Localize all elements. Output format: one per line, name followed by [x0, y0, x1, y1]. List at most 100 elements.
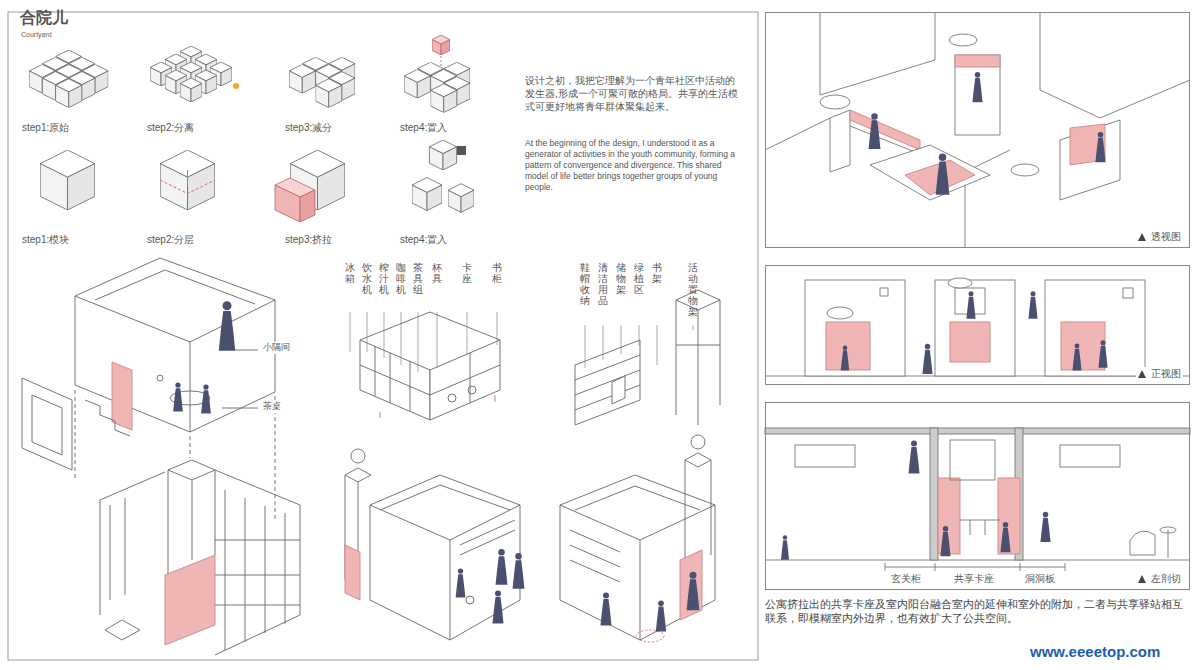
view-tag: 左剖切: [1136, 572, 1183, 586]
storage-axonometric: [698, 310, 699, 425]
left-section: [1168, 530, 1169, 558]
person-figure: [173, 301, 235, 413]
shared-unit-left: [345, 545, 360, 600]
cube-steps: [29, 50, 108, 108]
unit-axonometric: [168, 460, 215, 480]
unit-axonometric: [225, 490, 226, 650]
triangle-mark: [1138, 233, 1146, 241]
kitchen-axonometric: [350, 312, 351, 352]
view-tag: 透视图: [1136, 230, 1183, 244]
perspective-view: [1070, 124, 1105, 165]
front-elevation: [1045, 280, 1145, 376]
cube-steps: [275, 185, 300, 222]
part-label: 茶具组: [413, 262, 423, 295]
unit-axonometric: [215, 470, 216, 555]
person-figure: [219, 301, 236, 351]
storage-axonometric: [657, 325, 658, 365]
storage-axonometric: [612, 376, 625, 404]
shared-unit-right: [691, 435, 705, 449]
person-figure: [601, 593, 612, 626]
unit-axonometric: [235, 350, 258, 351]
triangle-mark: [1138, 370, 1146, 378]
shared-unit-right: [560, 475, 715, 540]
view-panel: 正视图: [765, 265, 1190, 385]
unit-axonometric: [105, 620, 140, 640]
subtitle: Courtyard: [21, 30, 52, 39]
front-elevation: [805, 280, 905, 376]
unit-axonometric: [215, 605, 300, 606]
perspective-view: [765, 12, 1190, 248]
shared-unit-left: [345, 468, 371, 482]
cube-steps: [448, 184, 474, 213]
left-section: [885, 563, 886, 571]
board-frame: [8, 12, 758, 660]
unit-axonometric: [125, 498, 126, 595]
left-section: [935, 563, 936, 571]
unit-axonometric: [85, 400, 130, 436]
step-label: step2:分离: [147, 121, 194, 134]
kitchen-axonometric: [384, 312, 385, 358]
part-label: 咖啡机: [396, 262, 406, 295]
unit-axonometric: [75, 390, 76, 480]
front-elevation: [935, 280, 1015, 376]
kitchen-axonometric: [467, 312, 468, 355]
kitchen-axonometric: [448, 394, 456, 402]
part-label: 绿植区: [634, 262, 644, 295]
step-label: step2:分层: [147, 233, 194, 246]
shared-unit-left: [351, 449, 365, 463]
part-label: 共享卡座: [953, 572, 995, 585]
unit-axonometric: [100, 472, 165, 500]
unit-axonometric: [157, 375, 163, 381]
shared-unit-left: [466, 596, 474, 604]
unit-axonometric: [265, 506, 266, 633]
person-figure: [781, 535, 789, 559]
shared-unit-right: [685, 460, 686, 560]
watermark: www.eeeetop.com: [1030, 642, 1160, 662]
unit-axonometric: [190, 342, 191, 432]
shared-unit-right: [560, 435, 715, 642]
step-label: step3:减分: [285, 121, 332, 134]
storage-axonometric: [585, 325, 586, 368]
part-label: 清洁用品: [598, 262, 608, 306]
part-label: 鞋帽收纳: [580, 262, 590, 306]
part-label: 冰箱: [345, 262, 355, 284]
front-elevation: [948, 278, 972, 288]
storage-axonometric: [621, 325, 622, 354]
storage-axonometric: [575, 370, 640, 395]
person-figure: [869, 72, 1106, 195]
unit-axonometric: [95, 270, 255, 304]
storage-axonometric: [693, 325, 694, 330]
part-label: 书柜: [492, 262, 502, 284]
perspective-view: [820, 95, 850, 109]
view-name: 左剖切: [1151, 572, 1181, 586]
unit-axonometric: [32, 395, 62, 455]
step-label: step4:置入: [400, 233, 447, 246]
unit-axonometric: [168, 470, 169, 575]
perspective-view: [1060, 120, 1120, 200]
perspective-view: [955, 55, 1000, 67]
left-section: [985, 520, 986, 535]
shared-unit-right: [715, 505, 716, 600]
cube-steps: [29, 35, 474, 222]
storage-axonometric: [585, 325, 693, 368]
cube-steps: [441, 56, 442, 66]
shared-unit-left: [460, 530, 515, 555]
front-elevation: [827, 307, 853, 319]
part-label: 卡座: [462, 262, 472, 284]
person-figure: [966, 291, 975, 319]
person-figure: [456, 568, 466, 597]
left-section: [1065, 563, 1066, 571]
perspective-view: [870, 145, 990, 200]
part-label: 茶桌: [262, 401, 282, 413]
cube-steps: [457, 146, 466, 155]
perspective-view: [1040, 12, 1190, 118]
storage-axonometric: [639, 325, 640, 346]
shared-unit-right: [560, 505, 561, 600]
shared-unit-left: [370, 475, 520, 540]
part-label: 饮水机: [362, 262, 372, 295]
kitchen-axonometric: [470, 353, 471, 403]
triangle-mark: [1138, 233, 1146, 241]
person-figure: [687, 572, 700, 611]
front-elevation: [880, 288, 888, 296]
